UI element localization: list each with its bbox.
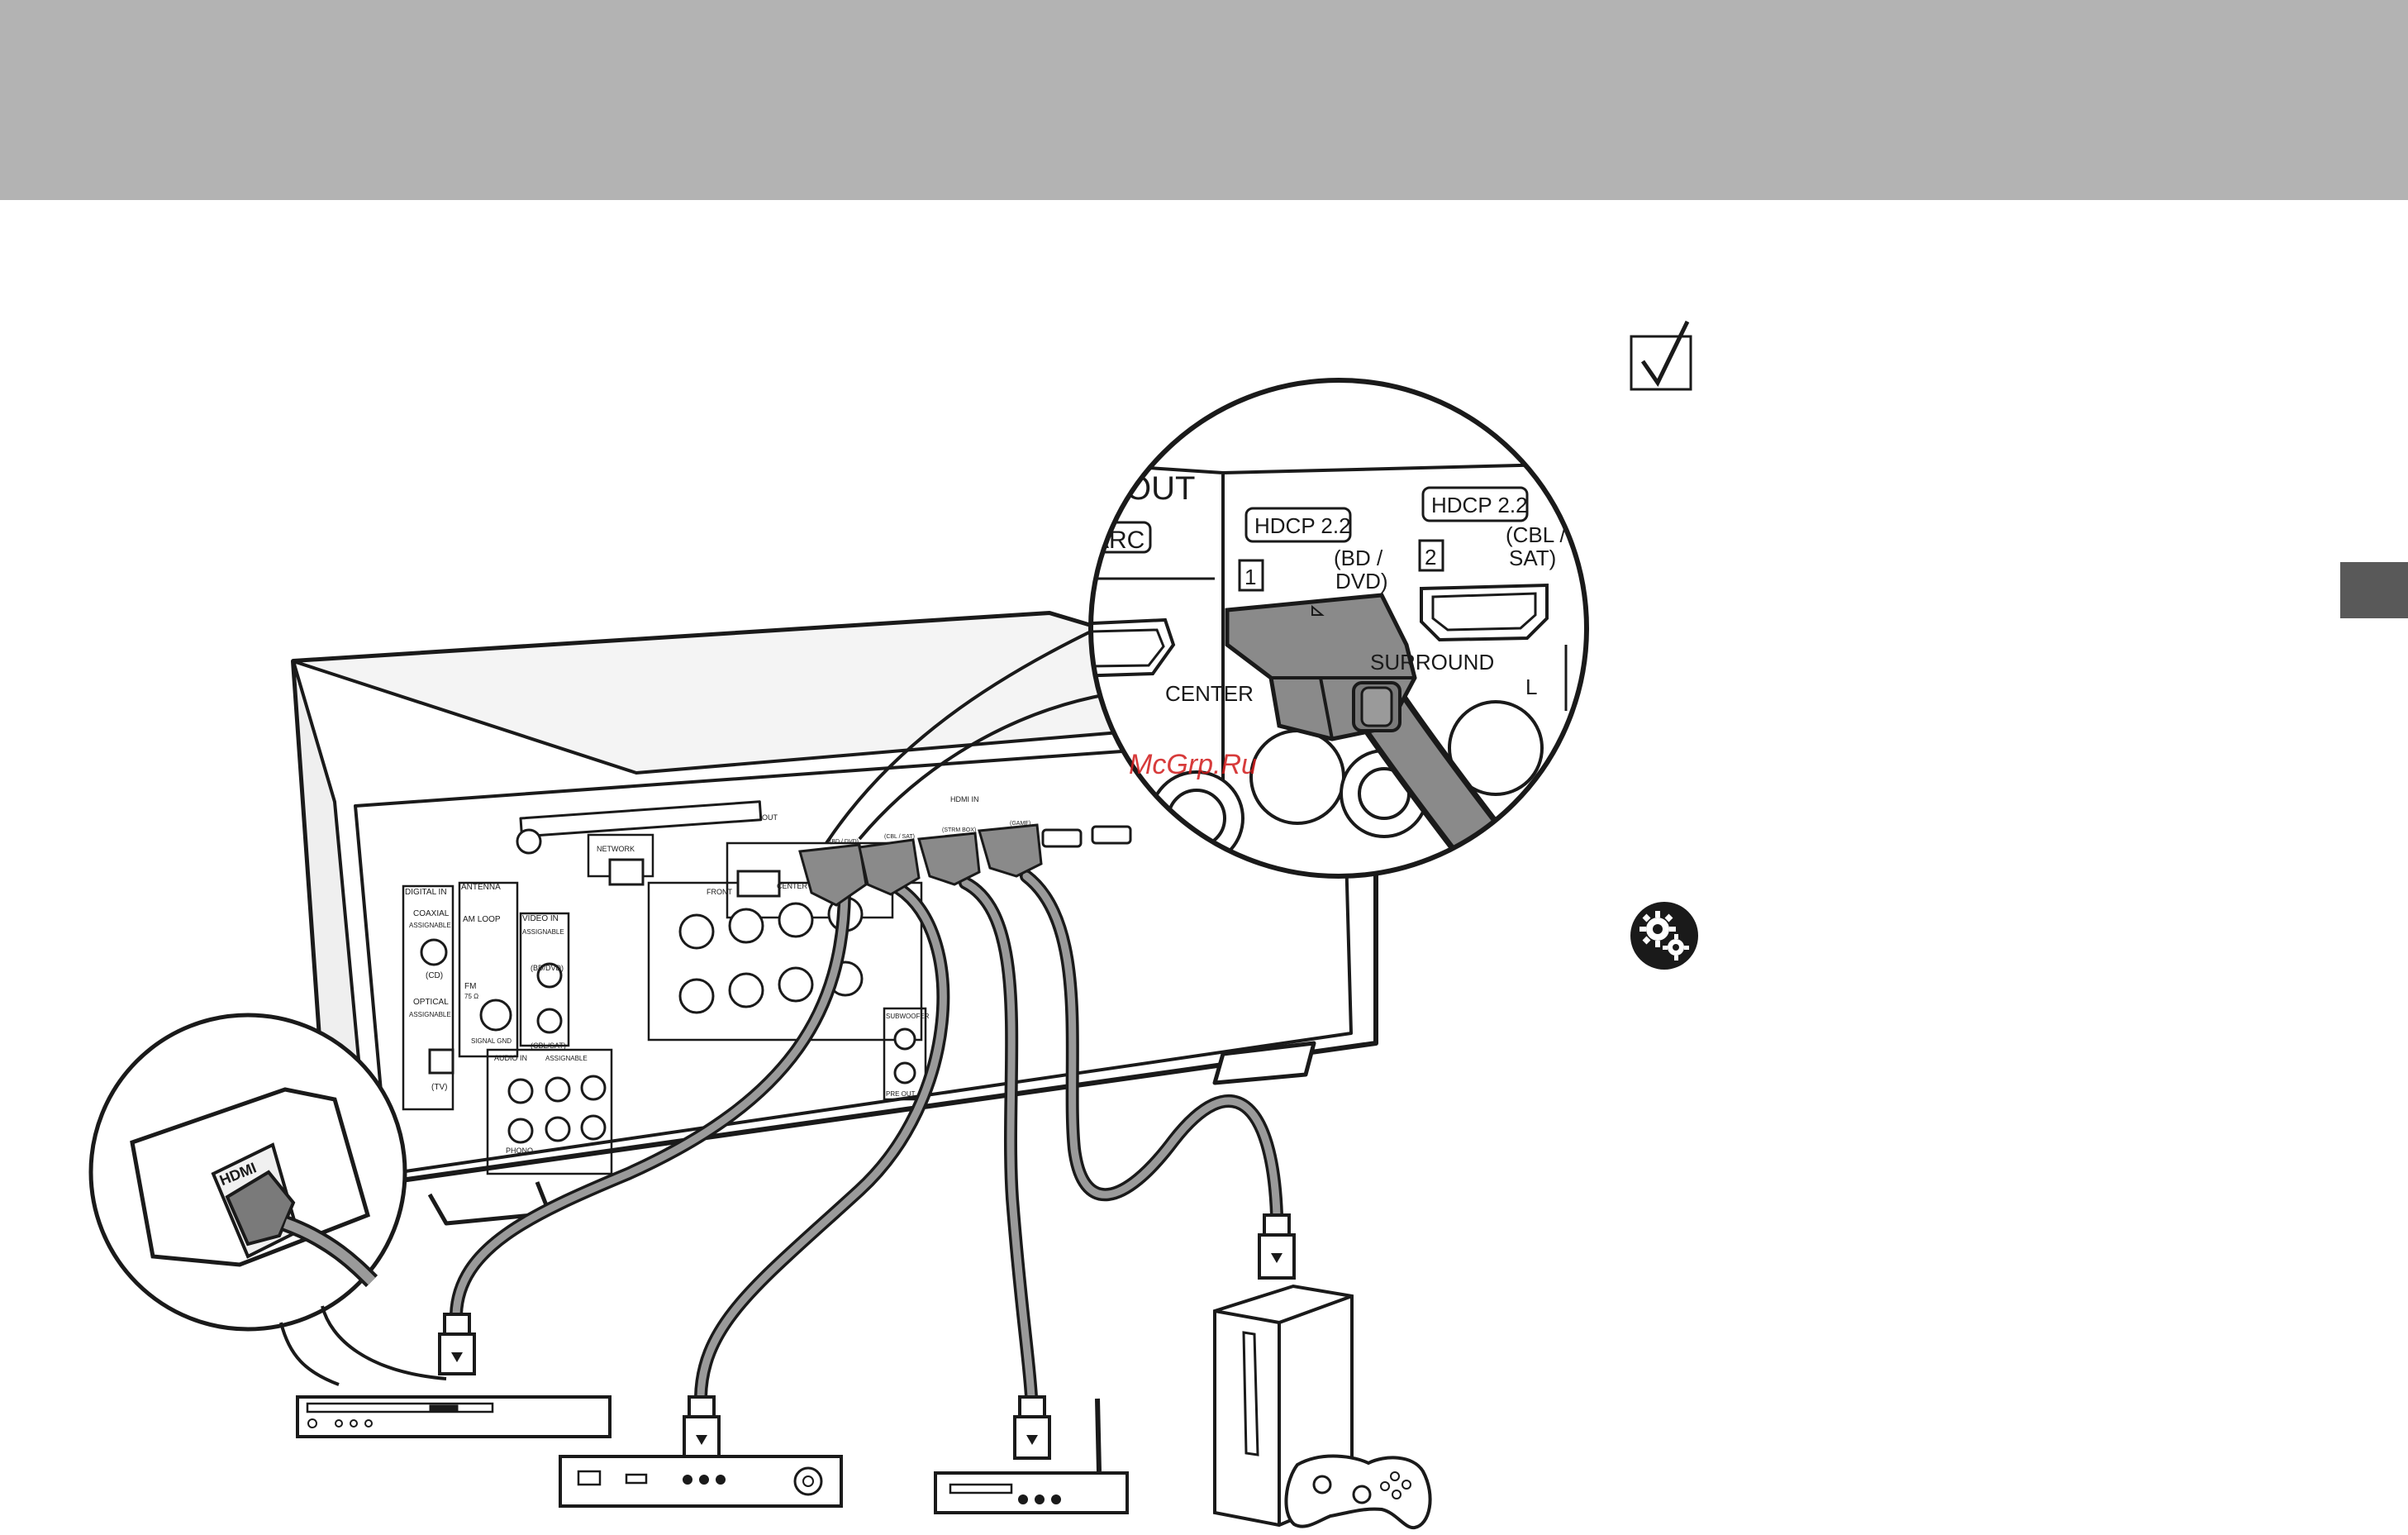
watermark: McGrp.Ru [1129,749,1257,780]
label-antenna: ANTENNA [461,883,501,892]
label-network: NETWORK [597,845,635,853]
zoom-hdcp-1: HDCP 2.2 [1254,513,1351,538]
settings-gears-icon [1630,902,1698,970]
zoom-l-label: L [1525,675,1537,699]
zoom-surround-label: SURROUND [1370,650,1494,675]
label-cbl-sat: (CBL/SAT) [531,1042,566,1050]
label-video-in: VIDEO IN [522,914,559,923]
label-fm: FM [464,982,476,991]
label-hdmi-in: HDMI IN [950,795,979,803]
rear-panel-labels: DIGITAL IN COAXIAL ASSIGNABLE (CD) OPTIC… [405,795,1030,1155]
zoom-port-2-name-line2: SAT) [1509,546,1556,570]
label-front: FRONT [707,888,732,896]
label-in-1: (BD / DVD) [830,839,859,845]
label-ohm: 75 Ω [464,993,478,1000]
zoom-port-1-number: 1 [1244,565,1256,589]
label-audio-assignable: ASSIGNABLE [545,1055,588,1062]
cbl-sat-box [559,1455,843,1508]
label-subwoofer: SUBWOOFER [886,1013,930,1020]
side-tab [2340,562,2408,618]
label-coaxial: COAXIAL [413,909,450,918]
zoom-hdcp-2: HDCP 2.2 [1431,493,1528,517]
label-signal-gnd: SIGNAL GND [471,1037,512,1045]
receiver-plugs [798,823,1043,907]
tv-callout-pointer [279,1305,447,1386]
hdmi-in-ports [1041,825,1132,848]
zoom-port-1-name-line2: DVD) [1335,569,1388,594]
tv-detail: HDMI [88,1013,407,1372]
zoom-port-2-name-line1: (CBL / [1506,522,1566,547]
zoom-port-2-number: 2 [1425,545,1436,570]
checkbox-checked-icon [1630,320,1692,391]
zoom-port-1-name-line1: (BD / [1334,546,1383,570]
bd-dvd-player [296,1395,612,1438]
label-optical: OPTICAL [413,998,449,1007]
label-video-assignable: ASSIGNABLE [522,928,564,936]
label-audio-in: AUDIO IN [494,1054,527,1062]
label-out: OUT [762,813,778,822]
game-controller [1284,1454,1432,1530]
label-tv: (TV) [431,1083,447,1092]
label-bd-dvd: (BD/DVD) [531,964,564,972]
label-am-loop: AM LOOP [463,915,501,924]
zoom-arc-label: ARC [1092,527,1145,554]
label-assignable-2: ASSIGNABLE [409,1011,451,1018]
label-cd: (CD) [426,971,443,980]
header-band [0,0,2408,200]
zoom-center-label: CENTER [1165,681,1254,706]
rear-panel-sections [402,833,927,1175]
label-center: CENTER [777,882,808,890]
label-in-2: (CBL / SAT) [884,834,915,840]
hdmi-cables [450,870,1283,1404]
label-assignable-1: ASSIGNABLE [409,922,451,929]
rear-panel [354,734,1353,1175]
streaming-box [934,1398,1129,1514]
zoom-callout-lines [825,620,1112,845]
label-pre-out: PRE OUT [886,1090,916,1098]
label-in-3: (STRM BOX) [942,827,976,833]
label-phono: PHONO [506,1146,533,1155]
label-in-4: (GAME) [1010,821,1030,827]
label-digital-in: DIGITAL IN [405,888,447,897]
